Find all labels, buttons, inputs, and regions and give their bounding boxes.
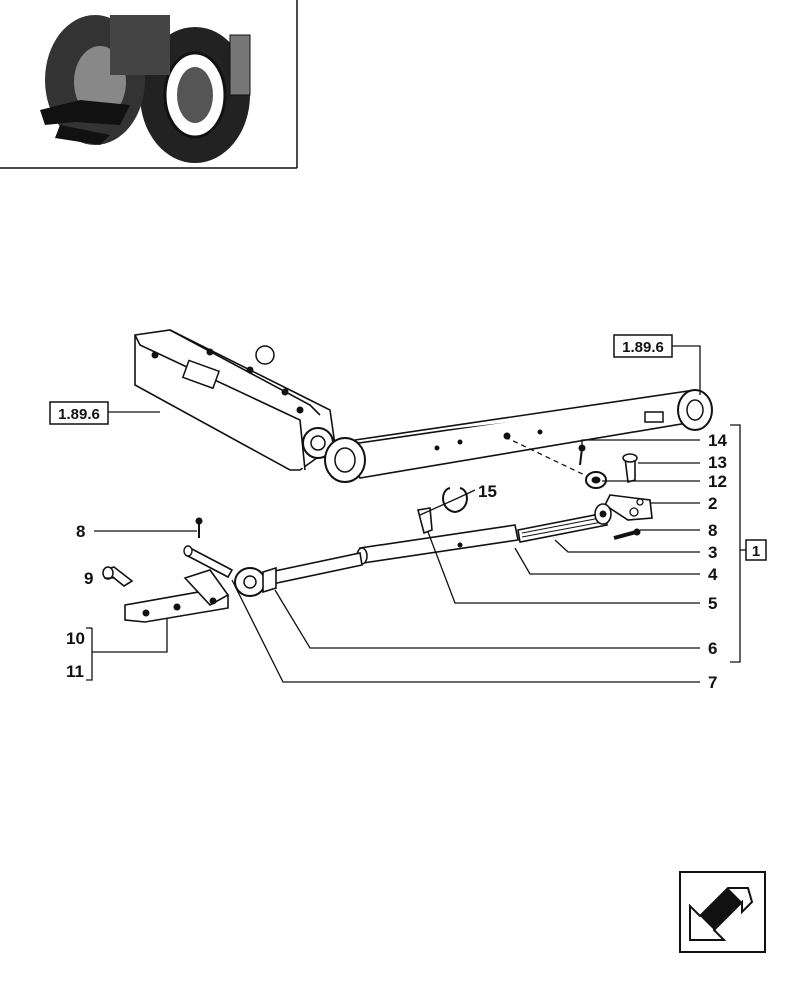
reference-box-left[interactable]: 1.89.6 [49,401,109,425]
callout-3: 3 [708,543,717,562]
screw-part-8-right [613,528,641,540]
pin-part-7 [183,545,234,579]
clip-part-15 [442,487,468,514]
callout-7: 7 [708,673,717,692]
lift-rod-assembly [234,503,612,597]
pin-part-13 [622,453,638,484]
tractor-thumbnail-icon [0,0,298,169]
next-page-arrow-icon[interactable] [679,871,766,953]
callout-12: 12 [708,472,727,491]
bracket-part-10-11 [124,569,230,623]
callout-4: 4 [708,565,718,584]
reference-box-top-right[interactable]: 1.89.6 [613,334,673,358]
callout-10: 10 [66,629,85,648]
assembly-number: 1 [752,543,760,560]
callout-2: 2 [708,494,717,513]
clevis-part-2 [603,494,653,521]
callout-15: 15 [478,482,497,501]
callout-11: 11 [66,662,84,681]
callout-14: 14 [708,431,727,450]
assembly-number-box[interactable]: 1 [745,539,767,561]
callout-13: 13 [708,453,727,472]
screw-part-8-left [195,517,203,538]
bolt-part-9 [102,566,134,587]
washer-part-12 [585,471,607,489]
callout-9: 9 [84,569,93,588]
lower-link-arm [134,329,713,483]
callout-8-right: 8 [708,521,717,540]
callout-8-left: 8 [76,522,85,541]
callout-6: 6 [708,639,717,658]
callout-5: 5 [708,594,717,613]
pin-part-5 [417,507,433,535]
reference-label-left: 1.89.6 [58,406,100,423]
reference-label-top-right: 1.89.6 [622,339,664,356]
